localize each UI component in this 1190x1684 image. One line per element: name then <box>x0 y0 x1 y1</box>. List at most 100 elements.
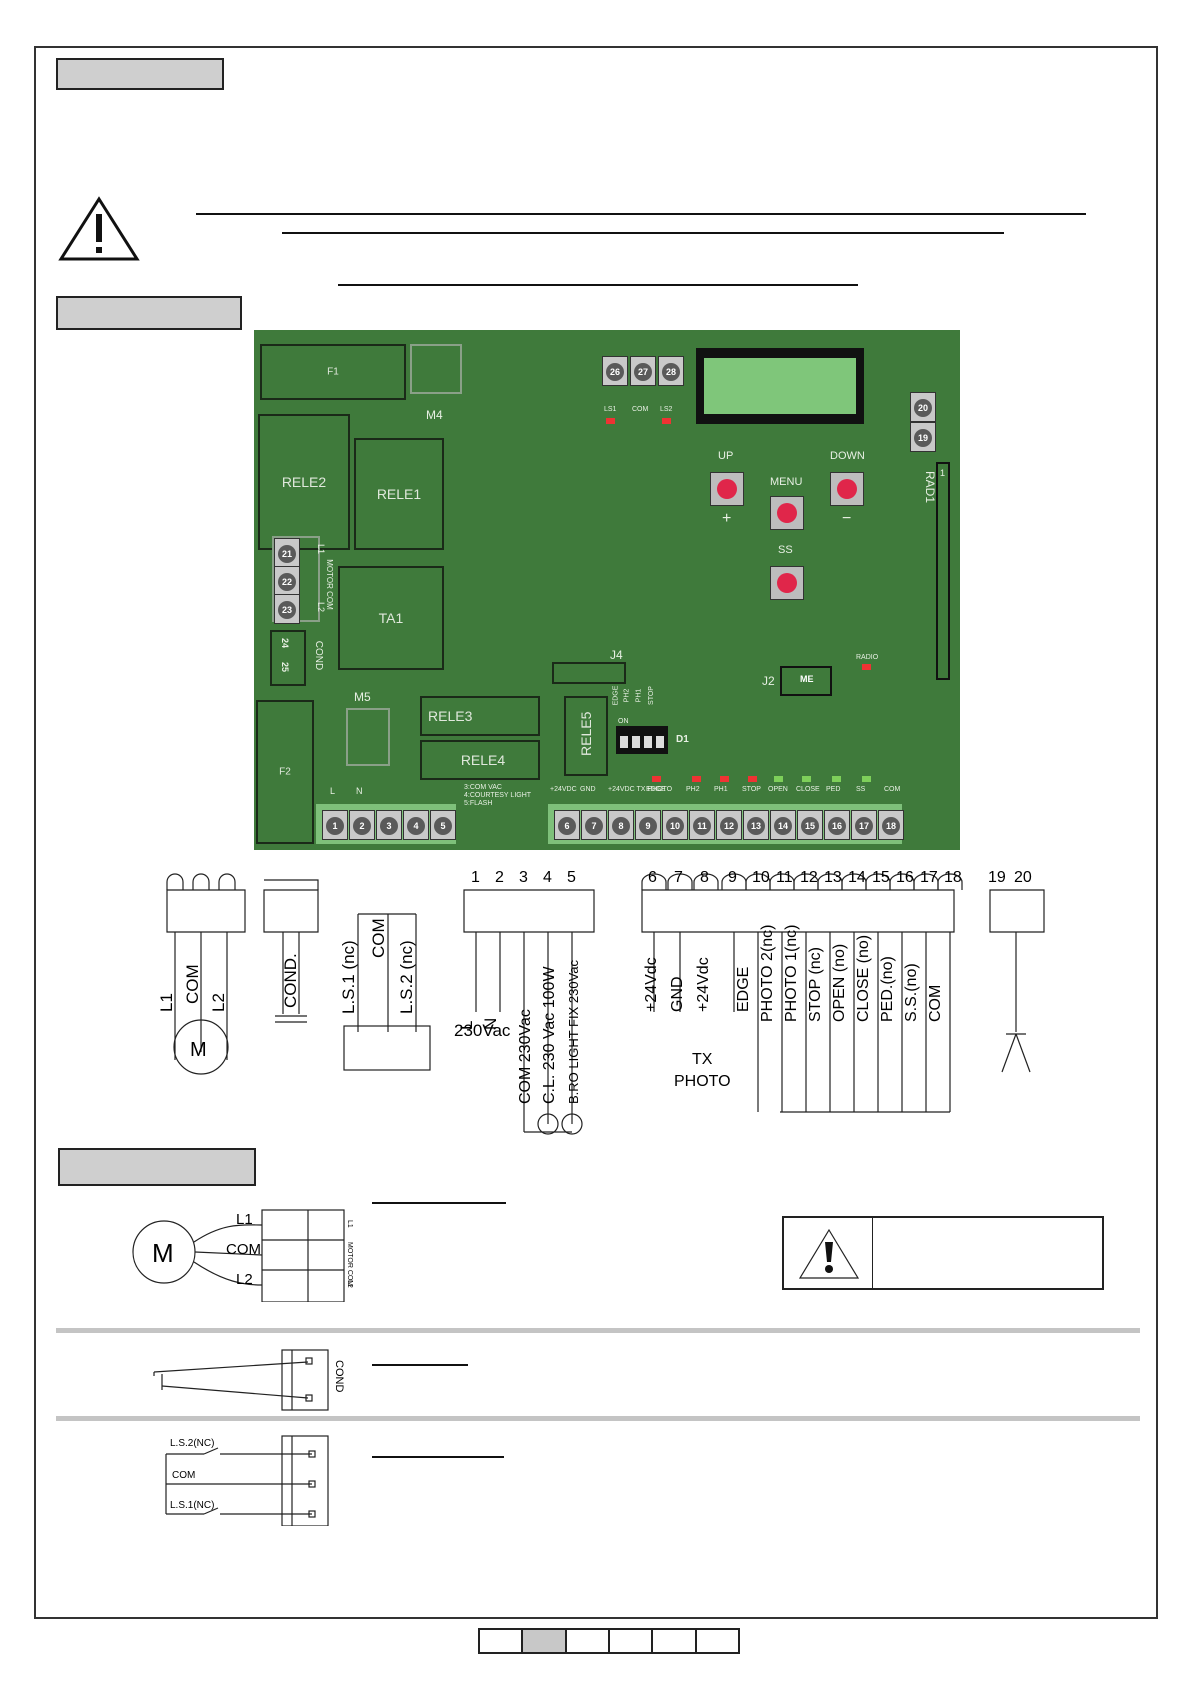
caution-icon <box>798 1228 860 1279</box>
ctrl-num-9: 9 <box>728 869 737 886</box>
page-cell-1[interactable] <box>480 1630 524 1652</box>
page-cell-2[interactable] <box>523 1630 567 1652</box>
terminal-27: 27 <box>630 356 656 386</box>
up-button[interactable] <box>710 472 744 506</box>
dip-label-ph1: PH1 <box>635 688 643 703</box>
motor-com-text: COM <box>183 964 202 1004</box>
up-label: UP <box>718 450 734 462</box>
dip-switch-d1[interactable] <box>616 726 668 754</box>
ls2-led <box>662 418 671 424</box>
power-note-1: 3:COM VAC <box>464 784 502 791</box>
radio-label: RADIO <box>856 654 879 661</box>
terminal-12: 12 <box>716 810 742 840</box>
limit-detail-diagram: L.S.2(NC) COM L.S.1(NC) <box>165 1435 329 1526</box>
ctrl-label-3: EDGE <box>735 967 752 1012</box>
page-cell-4[interactable] <box>609 1630 654 1652</box>
ctrl-label-7: OPEN (no) <box>831 944 848 1022</box>
motor-l1-label: L1 <box>316 543 327 555</box>
page-cell-6[interactable] <box>696 1630 738 1652</box>
power-l-label: L <box>330 786 336 796</box>
power-com-text: COM 230Vac <box>517 1009 534 1104</box>
ctrl-num-17: 17 <box>920 869 938 886</box>
warning-line-1 <box>196 213 1086 215</box>
terminal-17: 17 <box>851 810 877 840</box>
cond-detail-title-line <box>372 1364 468 1366</box>
terminal-13: 13 <box>743 810 769 840</box>
rad1-pin-label: 1 <box>940 468 946 478</box>
power-num-3: 3 <box>519 869 528 886</box>
motor-wiring <box>166 873 246 1075</box>
wiring-diagram: L1 COM L2 M COND. L.S.1 (nc) COM L.S.2 (… <box>157 869 1045 1135</box>
terminal-8: 8 <box>608 810 634 840</box>
ss-button[interactable] <box>770 566 804 600</box>
ctrl-num-14: 14 <box>848 869 866 886</box>
terminal-1: 1 <box>322 810 348 840</box>
board-label-7: OPEN <box>768 786 788 793</box>
power-cl-text: C.L. 230 Vac 100W <box>541 966 558 1104</box>
control-board: F1 M4 RELE2 RELE1 TA1 21 22 23 L1 MOTOR … <box>254 330 960 850</box>
ant-num-20: 20 <box>1014 869 1032 886</box>
menu-label: MENU <box>770 476 803 488</box>
board-label-2: +24VDC TX PHOTO <box>608 786 673 793</box>
ctrl-num-12: 12 <box>800 869 818 886</box>
ls1-label: LS1 <box>604 406 617 413</box>
minus-label: − <box>842 510 852 527</box>
ctrl-num-15: 15 <box>872 869 890 886</box>
relay-rele1: RELE1 <box>354 438 444 550</box>
terminal-2: 2 <box>349 810 375 840</box>
relay-rele5: RELE5 <box>564 696 608 776</box>
led-9 <box>832 776 841 782</box>
page-cell-3[interactable] <box>566 1630 610 1652</box>
terminal-19: 19 <box>910 422 936 452</box>
terminal-15: 15 <box>797 810 823 840</box>
led-5 <box>720 776 729 782</box>
detail-motor-l1: L1 <box>236 1211 253 1228</box>
ls2-text: L.S.2 (nc) <box>397 940 416 1014</box>
ctrl-label-1: GND <box>669 976 686 1012</box>
motor-m-text: M <box>190 1039 207 1061</box>
board-label-6: STOP <box>742 786 761 793</box>
power-flash-text: B.RO LIGHT FIX 230Vac <box>566 959 581 1104</box>
led-6 <box>748 776 757 782</box>
terminal-14: 14 <box>770 810 796 840</box>
ctrl-label-6: STOP (nc) <box>807 947 824 1022</box>
d1-label: D1 <box>676 734 689 745</box>
power-num-1: 1 <box>471 869 480 886</box>
tx-text: TX <box>692 1051 713 1068</box>
relay-rele2: RELE2 <box>258 414 350 550</box>
j4-label: J4 <box>610 648 623 662</box>
board-label-4: PH2 <box>686 786 700 793</box>
ctrl-num-7: 7 <box>674 869 683 886</box>
dip-on-label: ON <box>618 718 629 725</box>
terminal-20: 20 <box>910 392 936 422</box>
dip-label-edge: EDGE <box>612 685 620 706</box>
terminal-28: 28 <box>658 356 684 386</box>
down-label: DOWN <box>830 450 865 462</box>
page-cell-5[interactable] <box>653 1630 697 1652</box>
detail-side-l1: L1 <box>346 1220 353 1228</box>
radio-led <box>862 664 871 670</box>
fuse-f2: F2 <box>256 700 314 844</box>
terminal-26: 26 <box>602 356 628 386</box>
detail-side-com: MOTOR COM <box>346 1242 353 1286</box>
motor-l1-text: L1 <box>157 993 176 1012</box>
ctrl-label-8: CLOSE (no) <box>855 935 872 1022</box>
menu-button[interactable] <box>770 496 804 530</box>
limit-detail-title-line <box>372 1456 504 1458</box>
warning-icon <box>58 196 140 261</box>
ctrl-num-13: 13 <box>824 869 842 886</box>
led-10 <box>862 776 871 782</box>
ls-com-text: COM <box>369 918 388 958</box>
down-button[interactable] <box>830 472 864 506</box>
ctrl-num-11: 11 <box>776 869 793 886</box>
ss-label: SS <box>778 544 793 556</box>
ctrl-label-10: S.S.(no) <box>903 963 920 1022</box>
detail-side-l2: L2 <box>346 1280 353 1288</box>
detail-motor-m: M <box>152 1238 174 1268</box>
terminal-23: 23 <box>274 594 300 624</box>
rad1-label: RAD1 <box>923 470 938 504</box>
jumper-j4 <box>552 662 626 684</box>
j2-label: J2 <box>762 674 775 688</box>
m4-label: M4 <box>426 408 443 422</box>
dip-label-ph2: PH2 <box>623 688 631 703</box>
